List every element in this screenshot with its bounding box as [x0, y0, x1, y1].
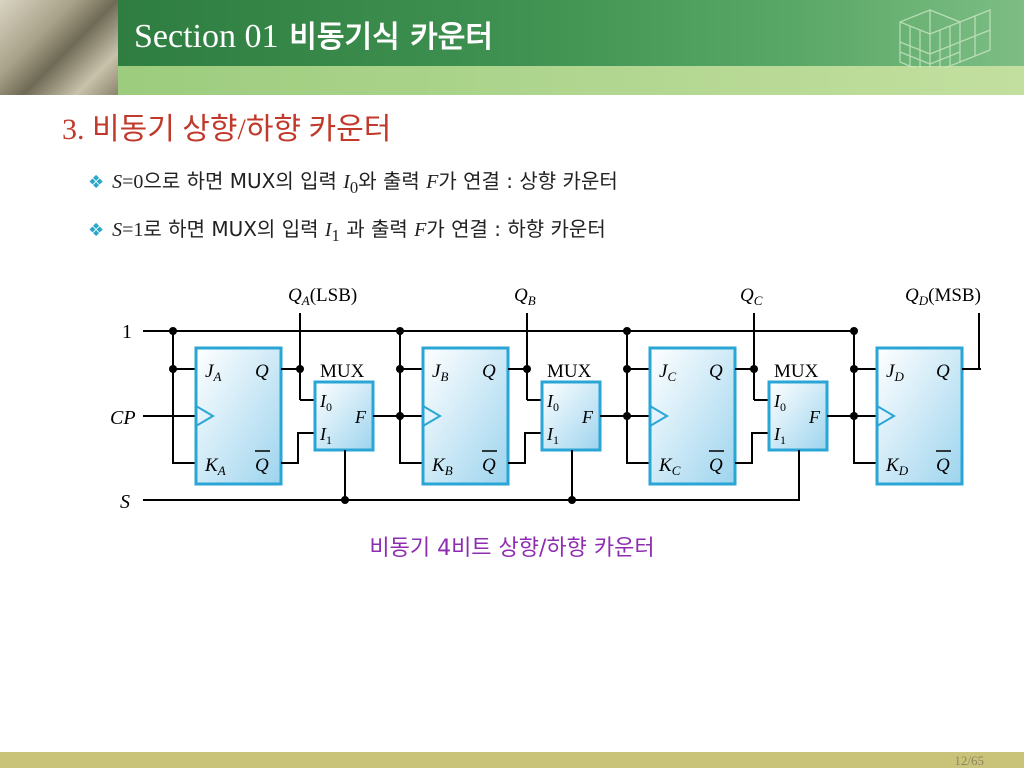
mux-i0-label: I0	[319, 391, 332, 414]
junction-dot	[396, 412, 404, 420]
junction-dot	[169, 327, 177, 335]
diamond-bullet-icon: ❖	[88, 220, 105, 241]
ff-q-label: Q	[482, 361, 496, 382]
clock-triangle-icon	[422, 405, 442, 427]
mux-i1-label: I1	[773, 424, 786, 447]
ff-k-label: KD	[885, 455, 909, 478]
header-photo	[0, 0, 118, 95]
junction-dot	[568, 496, 576, 504]
ff-j-label: JC	[659, 361, 676, 384]
junction-dot	[169, 365, 177, 373]
ff-qbar-label: Q	[482, 455, 496, 476]
diamond-bullet-icon: ❖	[88, 172, 105, 193]
ff-q-label: Q	[936, 361, 950, 382]
clock-triangle-icon	[195, 405, 215, 427]
clock-triangle-icon	[876, 405, 896, 427]
page-number: 12/65	[954, 753, 984, 768]
jk-flipflop	[648, 346, 737, 486]
mux-i1-label: I1	[319, 424, 332, 447]
junction-dot	[396, 327, 404, 335]
mux-label: MUX	[547, 361, 592, 382]
jk-flipflop	[194, 346, 283, 486]
bullet-up-counter: ❖S=0으로 하면 MUX의 입력 I0와 출력 F가 연결 : 상향 카운터	[88, 169, 618, 197]
output-qd-label: QD(MSB)	[905, 285, 981, 308]
junction-dot	[850, 412, 858, 420]
mux-i1-label: I1	[546, 424, 559, 447]
ff-k-label: KC	[658, 455, 681, 478]
junction-dot	[623, 365, 631, 373]
bullet-down-counter: ❖S=1로 하면 MUX의 입력 I1 과 출력 F가 연결 : 하향 카운터	[88, 217, 606, 245]
mux-i0-label: I0	[546, 391, 559, 414]
ff-j-label: JD	[886, 361, 904, 384]
ff-qbar-label: Q	[255, 455, 269, 476]
input-one-label: 1	[122, 321, 132, 343]
section-name: 비동기식 카운터	[289, 20, 493, 55]
slide-header: Section 01 비동기식 카운터	[0, 0, 1024, 95]
ff-q-label: Q	[709, 361, 723, 382]
ff-j-label: JB	[432, 361, 448, 384]
blocks-decoration-icon	[899, 9, 991, 68]
mux-f-label: F	[354, 407, 367, 427]
ff-q-label: Q	[255, 361, 269, 382]
junction-dot	[850, 327, 858, 335]
slide-footer-bar	[0, 752, 1024, 768]
output-qb-label: QB	[514, 285, 536, 308]
select-input-label: S	[120, 491, 130, 513]
output-qc-label: QC	[740, 285, 763, 308]
mux-i0-label: I0	[773, 391, 786, 414]
counter-stage-4: JD KD Q Q	[853, 331, 981, 486]
header-subband	[118, 66, 1024, 95]
jk-flipflop	[875, 346, 964, 486]
mux-f-label: F	[581, 407, 594, 427]
section-title: Section 01 비동기식 카운터	[134, 12, 493, 56]
header-band	[118, 0, 1024, 66]
output-qa-label: QA(LSB)	[288, 285, 357, 308]
mux-f-label: F	[808, 407, 821, 427]
slide-subtitle: 3. 비동기 상향/하향 카운터	[62, 113, 392, 146]
junction-dot	[850, 365, 858, 373]
section-number: Section 01	[134, 18, 279, 55]
ff-k-label: KB	[431, 455, 453, 478]
junction-dot	[296, 365, 304, 373]
junction-dot	[523, 365, 531, 373]
mux-label: MUX	[320, 361, 365, 382]
clock-triangle-icon	[649, 405, 669, 427]
junction-dot	[750, 365, 758, 373]
junction-dot	[623, 412, 631, 420]
junction-dot	[341, 496, 349, 504]
ff-k-label: KA	[204, 455, 226, 478]
junction-dot	[623, 327, 631, 335]
ff-qbar-label: Q	[936, 455, 950, 476]
diagram-caption: 비동기 4비트 상향/하향 카운터	[369, 536, 655, 561]
circuit-wires	[143, 313, 980, 501]
junction-dots	[169, 327, 858, 504]
clock-input-label: CP	[110, 407, 136, 429]
mux-label: MUX	[774, 361, 819, 382]
junction-dot	[396, 365, 404, 373]
ff-j-label: JA	[205, 361, 221, 384]
jk-flipflop	[421, 346, 510, 486]
ff-qbar-label: Q	[709, 455, 723, 476]
